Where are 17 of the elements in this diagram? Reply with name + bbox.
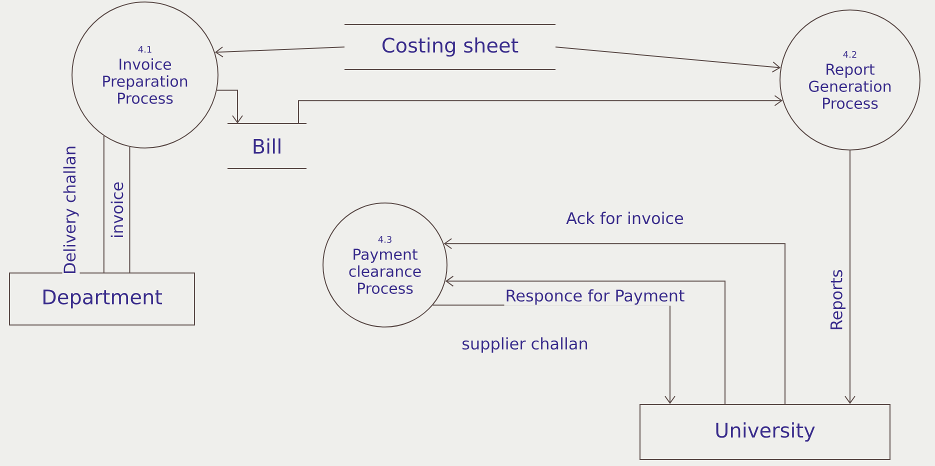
entity-box: University — [640, 404, 890, 460]
edge-label: supplier challan — [460, 336, 590, 354]
data-store: Bill — [227, 123, 307, 169]
arrow — [444, 238, 786, 404]
arrow — [214, 46, 345, 58]
edge-label: Reports — [830, 268, 846, 332]
edge-label: Ack for invoice — [565, 210, 685, 226]
data-store: Costing sheet — [344, 24, 556, 70]
arrow — [555, 46, 781, 72]
arrow — [216, 90, 243, 124]
edge-label: Delivery challan — [62, 144, 80, 276]
arrow — [445, 276, 726, 404]
entity-box: Department — [9, 272, 195, 326]
arrow — [844, 150, 856, 404]
arrow — [298, 95, 783, 124]
edge-label: Responce for Payment — [504, 288, 686, 306]
edge-label: invoice — [110, 180, 124, 240]
